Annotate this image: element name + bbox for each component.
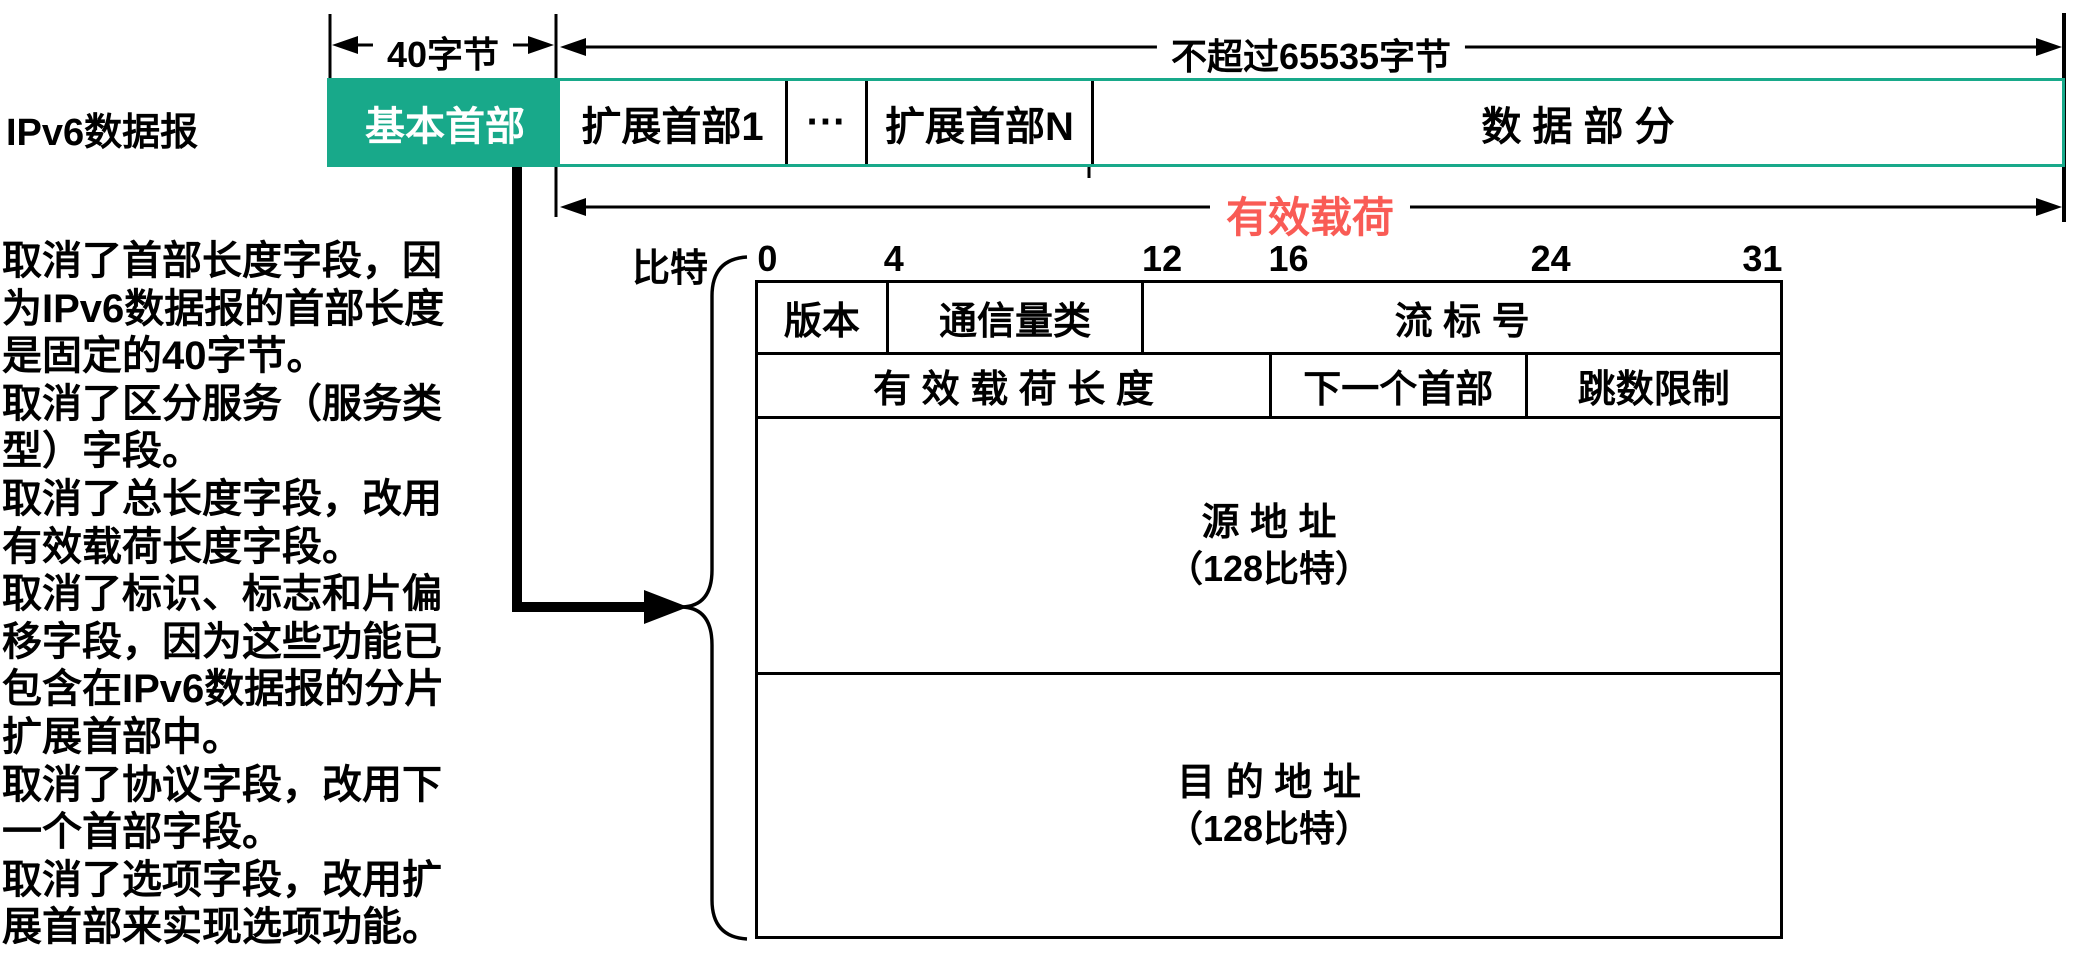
extension-header-n-box: 扩展首部N: [865, 81, 1091, 164]
arrowhead-40-right: [528, 36, 554, 54]
source-address-field: 源 地 址 （128比特）: [758, 419, 1780, 675]
note-line: 扩展首部中。: [2, 714, 242, 759]
note-line: 一个首部字段。: [2, 810, 282, 855]
dim-max65535-label: 不超过65535字节: [1156, 28, 1466, 80]
bits-label: 比特: [632, 248, 709, 290]
header-row-1: 版本 通信量类 流 标 号: [758, 283, 1780, 355]
basic-header-box: 基本首部: [330, 81, 560, 164]
extension-header-1-box: 扩展首部1: [581, 104, 764, 149]
bit-tick-31: 31: [1742, 238, 1783, 279]
note-line: 展首部来实现选项功能。: [2, 905, 442, 950]
notes-block: 取消了首部长度字段，因 为IPv6数据报的首部长度 是固定的40字节。 取消了区…: [2, 238, 522, 952]
source-address-title: 源 地 址: [1201, 501, 1337, 544]
flow-label-field: 流 标 号: [1141, 283, 1780, 352]
bit-tick-24: 24: [1530, 238, 1571, 279]
ellipsis-box: ···: [785, 81, 865, 164]
elbow-arrowhead: [644, 590, 688, 624]
dim-40bytes-label: 40字节: [372, 26, 514, 78]
note-line: 取消了区分服务（服务类: [2, 381, 442, 426]
bit-tick-16: 16: [1268, 238, 1309, 279]
elbow-connector: [512, 164, 646, 612]
arrowhead-65535-right: [2036, 38, 2062, 56]
bit-tick-0: 0: [757, 238, 778, 279]
destination-address-bits: （128比特）: [1166, 807, 1372, 849]
data-part-box: 数 据 部 分: [1091, 81, 2062, 164]
next-header-field: 下一个首部: [1269, 355, 1525, 416]
note-line: 为IPv6数据报的首部长度: [2, 286, 445, 331]
source-address-bits: （128比特）: [1166, 547, 1372, 589]
note-line: 取消了标识、标志和片偏: [2, 572, 442, 617]
note-line: 型）字段。: [2, 429, 202, 474]
payload-length-field: 有 效 载 荷 长 度: [873, 369, 1154, 411]
note-line: 取消了协议字段，改用下: [2, 762, 442, 807]
arrowhead-payload-right: [2036, 198, 2062, 216]
destination-address-title: 目 的 地 址: [1177, 761, 1361, 804]
arrowhead-40-left: [332, 36, 358, 54]
arrowhead-65535-left: [560, 38, 586, 56]
note-line: 取消了总长度字段，改用: [2, 476, 442, 521]
ipv6-datagram-label: IPv6数据报: [6, 112, 199, 154]
version-field: 版本: [783, 301, 860, 343]
curly-brace: [681, 255, 748, 941]
bit-ruler: 0 4 12 16 24 31: [755, 238, 1783, 279]
bit-tick-12: 12: [1142, 238, 1183, 279]
traffic-class-field: 通信量类: [885, 283, 1142, 352]
arrowhead-payload-left: [560, 198, 586, 216]
hop-limit-field: 跳数限制: [1524, 355, 1781, 416]
note-line: 包含在IPv6数据报的分片: [2, 667, 445, 712]
destination-address-field: 目 的 地 址 （128比特）: [758, 675, 1780, 936]
header-row-2: 有 效 载 荷 长 度 下一个首部 跳数限制: [758, 355, 1780, 419]
payload-label: 有效载荷: [1209, 184, 1411, 245]
datagram-box-row: 基本首部 扩展首部1 ··· 扩展首部N 数 据 部 分: [327, 78, 2065, 167]
note-line: 是固定的40字节。: [2, 334, 327, 379]
note-line: 取消了首部长度字段，因: [2, 239, 442, 283]
note-line: 取消了选项字段，改用扩: [2, 857, 442, 902]
basic-header-table: 版本 通信量类 流 标 号 有 效 载 荷 长 度 下一个首部 跳数限制 源 地…: [755, 280, 1783, 939]
note-line: 有效载荷长度字段。: [2, 524, 362, 569]
bit-tick-4: 4: [883, 238, 904, 279]
note-line: 移字段，因为这些功能已: [2, 619, 442, 664]
